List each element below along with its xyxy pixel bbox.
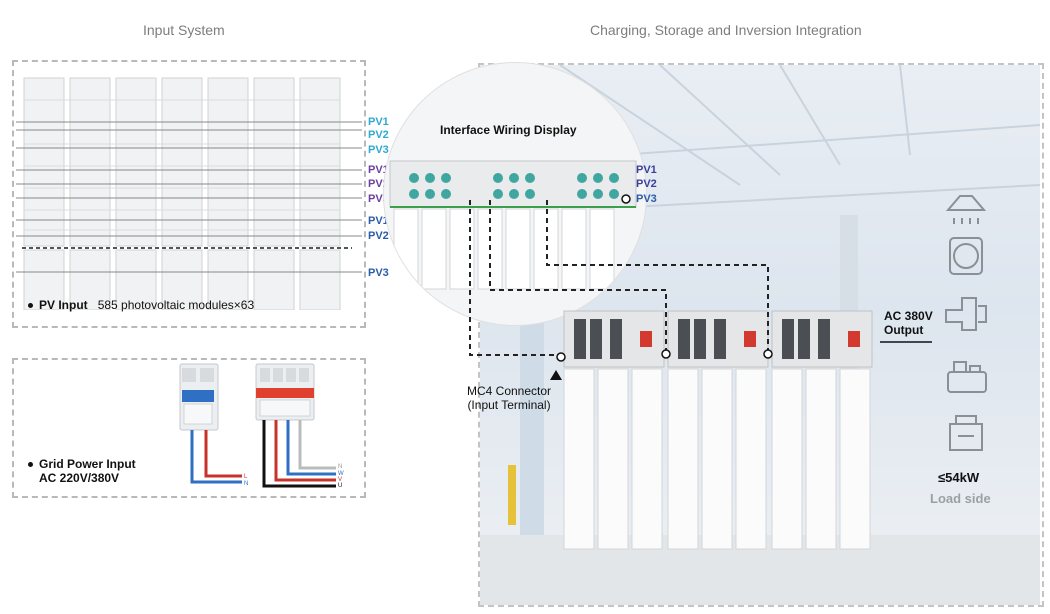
pv3-label-group2: PV3 bbox=[368, 193, 389, 205]
ac-output-line2: Output bbox=[884, 323, 924, 337]
pv1-label-group2: PV1 bbox=[368, 164, 389, 176]
load-side-label: Load side bbox=[930, 491, 991, 506]
inverter-cabinets bbox=[563, 310, 873, 550]
bullet-dot bbox=[28, 462, 33, 468]
mc4-connector-label: MC4 Connector (Input Terminal) bbox=[467, 384, 551, 412]
breaker-label-l: L bbox=[244, 474, 248, 480]
grid-input-line2: AC 220V/380V bbox=[39, 471, 120, 485]
pv-input-detail: 585 photovoltaic modules×63 bbox=[97, 298, 255, 312]
cabinet-closeup bbox=[389, 160, 637, 290]
cabinet-pv1-label: PV1 bbox=[636, 164, 657, 176]
ac-output-line1: AC 380V bbox=[884, 309, 933, 323]
grid-input-box bbox=[12, 358, 366, 498]
breaker-label-n4: N bbox=[338, 464, 343, 470]
breakers-illustration bbox=[179, 363, 336, 488]
grid-input-line1: Grid Power Input bbox=[39, 457, 136, 471]
pv-panel-array bbox=[16, 77, 362, 310]
pv1-label-group1: PV1 bbox=[368, 116, 389, 128]
pv-input-caption: PV Input 585 photovoltaic modules×63 bbox=[28, 298, 254, 312]
pv-input-label: PV Input bbox=[39, 298, 88, 312]
breaker-label-n: N bbox=[244, 481, 249, 487]
pv2-label-group3: PV2 bbox=[368, 230, 389, 242]
mc4-line2: (Input Terminal) bbox=[467, 398, 551, 412]
bullet-dot bbox=[28, 303, 33, 309]
pv1-label-group3: PV1 bbox=[368, 215, 389, 227]
ac-output-label: AC 380V Output bbox=[884, 309, 933, 337]
load-power-value: ≤54kW bbox=[938, 470, 980, 485]
pv2-label-group2: PV2 bbox=[368, 178, 389, 190]
cabinet-pv3-label: PV3 bbox=[636, 193, 657, 205]
breaker-label-w: W bbox=[338, 471, 344, 477]
integration-header: Charging, Storage and Inversion Integrat… bbox=[590, 22, 862, 38]
pump-icon bbox=[945, 297, 987, 331]
pv-input-box bbox=[12, 60, 366, 328]
pv2-label-group1: PV2 bbox=[368, 129, 389, 141]
wiring-display-circle bbox=[384, 63, 646, 325]
mc4-line1: MC4 Connector bbox=[467, 384, 552, 398]
breaker-label-u: U bbox=[338, 483, 343, 489]
cabinet-pv2-label: PV2 bbox=[636, 178, 657, 190]
pv3-label-group3: PV3 bbox=[368, 267, 389, 279]
load-icons bbox=[945, 195, 987, 451]
pv3-label-group1: PV3 bbox=[368, 144, 389, 156]
motor-icon bbox=[949, 415, 983, 451]
fan-icon bbox=[949, 237, 983, 275]
wiring-display-title: Interface Wiring Display bbox=[440, 123, 577, 137]
grid-input-caption: Grid Power Input AC 220V/380V bbox=[28, 457, 136, 485]
breaker-label-v: V bbox=[338, 477, 343, 483]
input-system-header: Input System bbox=[143, 22, 225, 38]
printer-icon bbox=[947, 371, 987, 393]
range-hood-icon bbox=[945, 195, 987, 224]
